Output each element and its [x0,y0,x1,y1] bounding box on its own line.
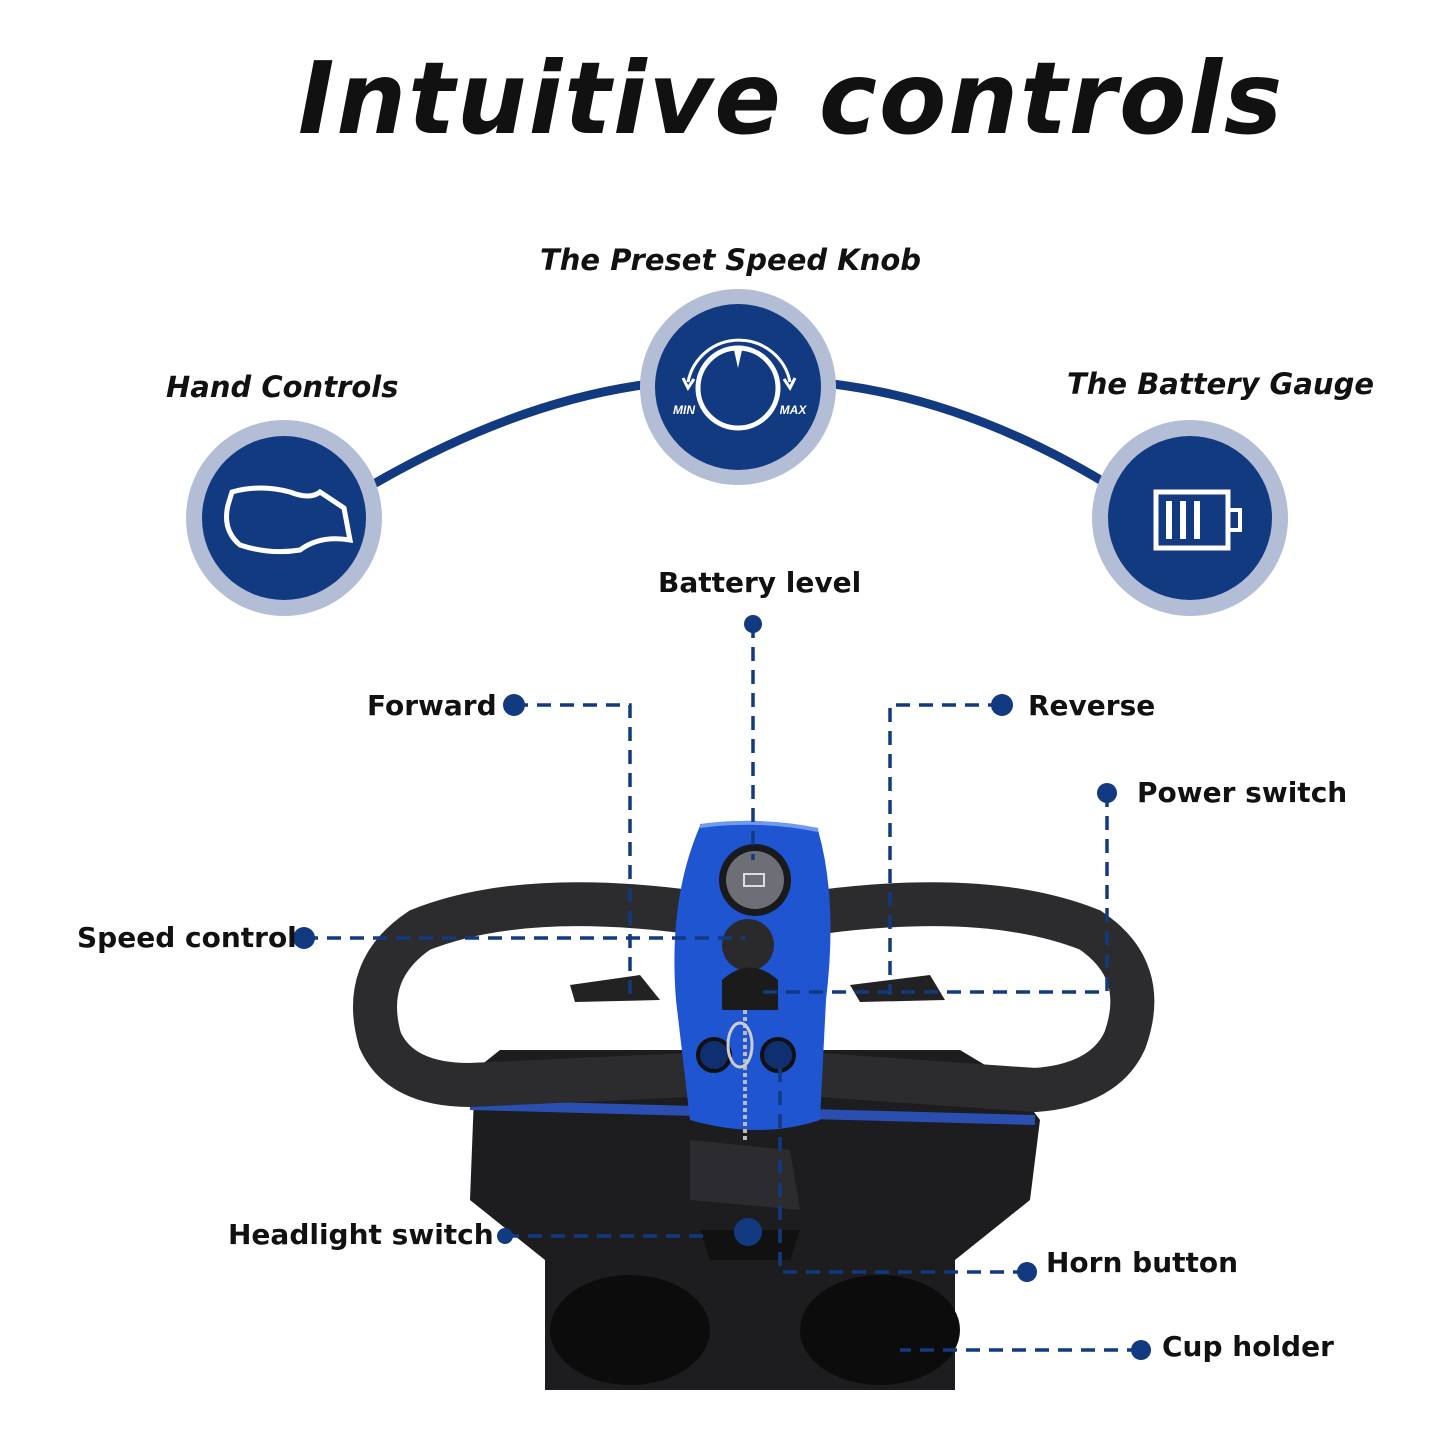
callout-cup-holder: Cup holder [1162,1330,1334,1363]
callout-battery-level: Battery level [658,566,862,599]
callout-dots [293,615,1151,1360]
leader-lines [304,624,1141,1352]
battery-gauge-heading: The Battery Gauge [1067,367,1375,401]
knob-min-label: MIN [673,403,695,417]
scooter-photo [353,820,1155,1390]
callout-forward: Forward [367,689,497,722]
page-title: Intuitive controls [297,40,1285,157]
callout-headlight-switch: Headlight switch [228,1218,494,1251]
callout-horn-button: Horn button [1046,1246,1239,1279]
speed-knob-heading: The Preset Speed Knob [540,243,922,277]
callout-speed-control: Speed control [77,921,297,954]
callout-power-switch: Power switch [1137,776,1348,809]
speed-knob-icon [640,289,836,485]
hand-controls-icon [186,420,382,616]
battery-gauge-icon [1092,420,1288,616]
callout-reverse: Reverse [1028,689,1156,722]
hand-controls-heading: Hand Controls [166,370,399,404]
knob-max-label: MAX [780,403,808,417]
